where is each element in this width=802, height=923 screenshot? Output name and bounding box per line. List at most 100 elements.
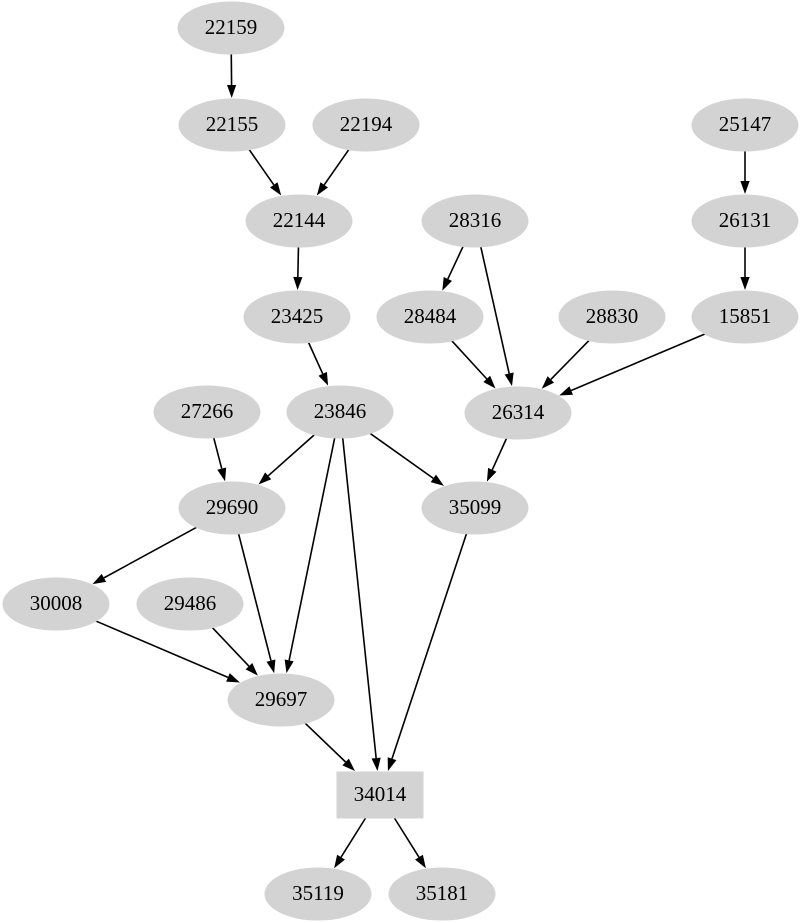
- node-label: 27266: [181, 399, 234, 423]
- arrowhead-icon: [226, 84, 237, 98]
- arrowhead-icon: [442, 276, 453, 291]
- arrowhead-icon: [226, 673, 240, 683]
- edge-line: [570, 333, 706, 392]
- node-label: 22194: [340, 112, 393, 136]
- graph-edge: [442, 246, 464, 291]
- node-label: 23846: [314, 399, 367, 423]
- graph-edge: [341, 437, 381, 771]
- arrowhead-icon: [430, 474, 444, 486]
- graph-edge: [451, 340, 496, 389]
- edge-line: [95, 620, 229, 679]
- node-label: 22159: [205, 15, 258, 39]
- arrowhead-icon: [258, 472, 272, 485]
- arrowhead-icon: [293, 276, 303, 290]
- graph-edge: [237, 533, 276, 674]
- graph-edge: [316, 149, 350, 196]
- edge-line: [248, 149, 275, 186]
- node-ellipse-shape[interactable]: [264, 867, 372, 921]
- node-ellipse-shape[interactable]: [177, 1, 285, 55]
- graph-node[interactable]: 28484: [376, 290, 484, 344]
- arrowhead-icon: [541, 376, 555, 389]
- graph-edge: [369, 432, 444, 486]
- graph-node[interactable]: 29486: [136, 577, 244, 631]
- node-ellipse-shape[interactable]: [376, 290, 484, 344]
- edge-line: [307, 342, 324, 375]
- graph-node[interactable]: 15851: [691, 290, 799, 344]
- node-ellipse-shape[interactable]: [227, 673, 335, 727]
- graph-node[interactable]: 23846: [286, 385, 394, 439]
- arrowhead-icon: [245, 663, 258, 676]
- graph-node[interactable]: 34014: [336, 771, 424, 819]
- graph-edge: [480, 246, 514, 387]
- graph-node[interactable]: 28830: [558, 290, 666, 344]
- graph-node[interactable]: 26131: [691, 194, 799, 248]
- graph-edge: [740, 151, 750, 194]
- node-label: 15851: [719, 304, 772, 328]
- node-label: 22144: [273, 208, 326, 232]
- graph-edge: [284, 437, 336, 674]
- node-label: 25147: [719, 112, 772, 136]
- edge-line: [304, 722, 347, 763]
- arrowhead-icon: [266, 659, 276, 674]
- graph-node[interactable]: 29697: [227, 673, 335, 727]
- arrowhead-icon: [342, 758, 355, 771]
- graph-node[interactable]: 29690: [178, 481, 286, 535]
- graph-node[interactable]: 22194: [312, 98, 420, 152]
- node-ellipse-shape[interactable]: [2, 577, 110, 631]
- graph-edge: [212, 437, 227, 482]
- graph-node[interactable]: 25147: [691, 98, 799, 152]
- node-ellipse-shape[interactable]: [245, 194, 353, 248]
- graph-node[interactable]: 22155: [178, 98, 286, 152]
- node-ellipse-shape[interactable]: [243, 290, 351, 344]
- graph-edge: [92, 526, 197, 585]
- node-ellipse-shape[interactable]: [421, 194, 529, 248]
- edge-line: [447, 246, 464, 280]
- node-ellipse-shape[interactable]: [464, 386, 572, 440]
- node-ellipse-shape[interactable]: [136, 577, 244, 631]
- node-box-shape[interactable]: [336, 771, 424, 819]
- graph-edge: [387, 533, 468, 771]
- graph-node[interactable]: 28316: [421, 194, 529, 248]
- node-ellipse-shape[interactable]: [691, 98, 799, 152]
- graph-node[interactable]: 30008: [2, 577, 110, 631]
- graph-node[interactable]: 35099: [421, 481, 529, 535]
- node-ellipse-shape[interactable]: [153, 385, 261, 439]
- arrowhead-icon: [92, 573, 107, 585]
- node-ellipse-shape[interactable]: [691, 290, 799, 344]
- graph-edge: [307, 342, 329, 386]
- node-ellipse-shape[interactable]: [388, 867, 496, 921]
- edge-line: [288, 437, 336, 661]
- arrowhead-icon: [415, 854, 426, 869]
- edge-line: [391, 533, 468, 759]
- node-label: 28484: [404, 304, 457, 328]
- graph-node[interactable]: 22159: [177, 1, 285, 55]
- arrowhead-icon: [504, 372, 514, 387]
- edge-line: [267, 434, 315, 477]
- node-label: 23425: [271, 304, 324, 328]
- node-ellipse-shape[interactable]: [558, 290, 666, 344]
- node-label: 29697: [255, 687, 308, 711]
- node-ellipse-shape[interactable]: [286, 385, 394, 439]
- graph-node[interactable]: 27266: [153, 385, 261, 439]
- node-ellipse-shape[interactable]: [312, 98, 420, 152]
- arrowhead-icon: [217, 467, 227, 482]
- graph-edge: [95, 620, 240, 683]
- graph-node[interactable]: 35119: [264, 867, 372, 921]
- graph-edge: [226, 53, 237, 98]
- graph-node[interactable]: 23425: [243, 290, 351, 344]
- node-ellipse-shape[interactable]: [691, 194, 799, 248]
- edge-line: [451, 340, 488, 380]
- graph-edge: [559, 333, 706, 396]
- graph-node[interactable]: 35181: [388, 867, 496, 921]
- node-ellipse-shape[interactable]: [421, 481, 529, 535]
- graph-node[interactable]: 22144: [245, 194, 353, 248]
- node-ellipse-shape[interactable]: [178, 98, 286, 152]
- node-ellipse-shape[interactable]: [178, 481, 286, 535]
- graph-node[interactable]: 26314: [464, 386, 572, 440]
- graph-edge: [486, 438, 508, 482]
- edge-line: [237, 533, 272, 661]
- arrowhead-icon: [559, 386, 573, 396]
- arrowhead-icon: [387, 757, 397, 771]
